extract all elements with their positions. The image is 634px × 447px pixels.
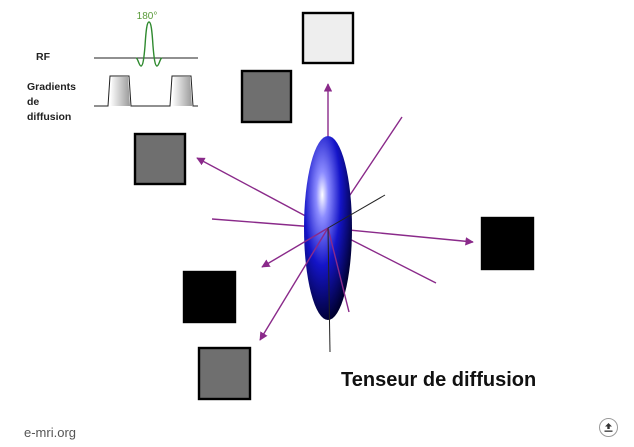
gradient-lobe-2 [172,77,192,106]
pulse-label: 180° [137,11,158,22]
site-watermark: e-mri.org [24,425,76,440]
gradient-label-line-2: de [27,95,39,109]
signal-square-bottom [199,348,250,399]
signal-square-left [135,134,185,184]
gradient-label-line-3: diffusion [27,110,71,124]
rf-pulse-180 [136,22,162,66]
signal-square-right [482,218,533,269]
gradient-label-line-1: Gradients [27,80,76,94]
signal-square-upper [242,71,291,122]
signal-square-top [303,13,353,63]
diagram-title: Tenseur de diffusion [341,369,536,392]
pulse-sequence: 180° [94,11,198,106]
return-arrow-icon [603,422,614,433]
back-button[interactable] [599,418,618,437]
signal-square-lower-left [184,272,235,322]
gradient-lobe-1 [110,77,130,106]
rf-label: RF [36,50,50,64]
